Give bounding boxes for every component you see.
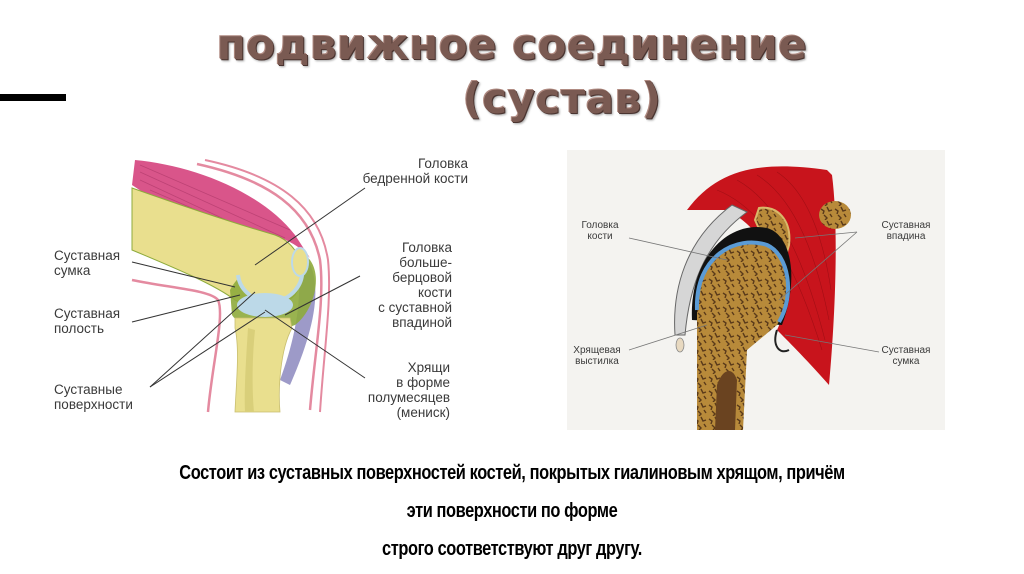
knee-illustration [131, 159, 366, 413]
title-line-1: подвижное соединение [216, 20, 808, 69]
label-text: Суставная впадина [881, 220, 931, 242]
label-femur-head: Головка бедренной кости [312, 156, 468, 186]
slide-title: подвижное соединение (сустав) [0, 18, 1024, 126]
label-joint-cavity: Суставная полость [54, 306, 120, 336]
caption-line-2: эти поверхности по форме [406, 500, 618, 522]
label-text: Суставные поверхности [54, 382, 133, 412]
label-text: Головка бедренной кости [362, 156, 468, 186]
label-text: Суставная сумка [881, 345, 931, 367]
label-text: Суставная полость [54, 306, 121, 336]
label-capsule: Суставная сумка [873, 345, 939, 367]
title-line-2: (сустав) [462, 74, 662, 123]
label-text: Головка больше- берцовой кости с суставн… [378, 240, 452, 330]
label-articular-surfaces: Суставные поверхности [54, 382, 133, 412]
caption-line-1: Состоит из суставных поверхностей костей… [179, 462, 845, 484]
shoulder-illustration [628, 166, 880, 430]
label-bone-head: Головка кости [573, 220, 627, 242]
label-menisci: Хрящи в форме полумесяцев (мениск) [340, 360, 450, 420]
label-cartilage-lining: Хрящевая выстилка [567, 345, 627, 367]
label-joint-capsule: Суставная сумка [54, 248, 120, 278]
label-tibia-head: Головка больше- берцовой кости с суставн… [340, 240, 452, 330]
label-text: Хрящевая выстилка [573, 345, 621, 367]
label-text: Хрящи в форме полумесяцев (мениск) [367, 360, 450, 420]
caption-line-3: строго соответствуют друг другу. [382, 538, 642, 560]
label-text: Суставная сумка [54, 248, 121, 278]
label-text: Головка кости [581, 220, 619, 242]
decorative-bar [0, 94, 66, 101]
knee-joint-diagram: Головка бедренной кости Суставная сумка … [40, 150, 480, 430]
label-glenoid: Суставная впадина [873, 220, 939, 242]
shoulder-joint-diagram: Головка кости Суставная впадина Хрящевая… [567, 150, 945, 430]
